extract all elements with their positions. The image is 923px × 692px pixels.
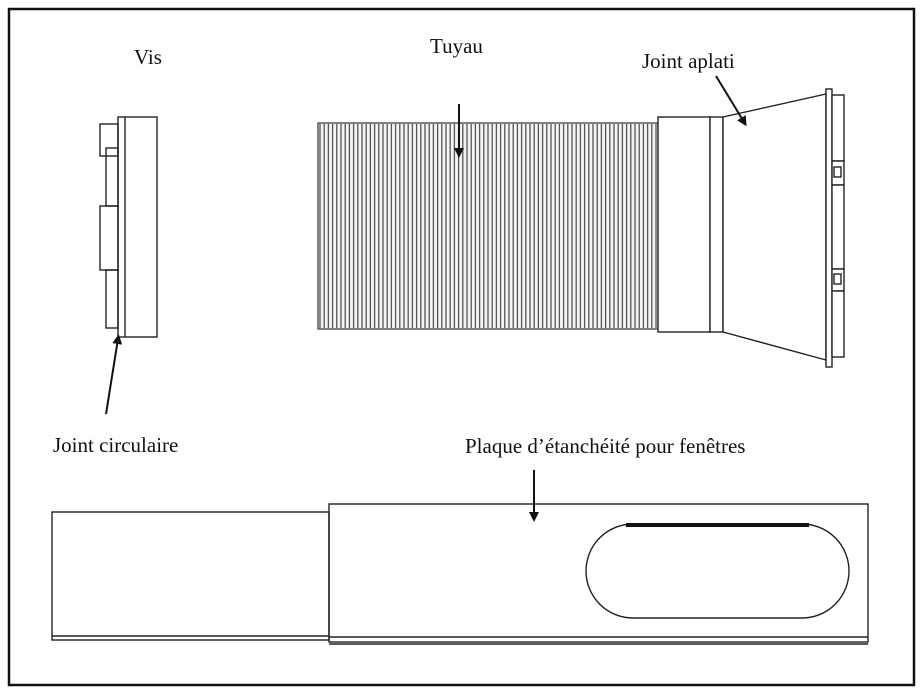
window-seal-plate-part — [51, 503, 869, 645]
window-plate-opening — [585, 523, 850, 619]
diagram-frame — [7, 7, 916, 687]
label-tuyau: Tuyau — [430, 34, 483, 58]
flat-joint-nozzle-part — [657, 88, 845, 368]
label-joint-aplati: Joint aplati — [642, 49, 735, 73]
joint-circulaire-arrow — [105, 334, 123, 415]
label-joint-circulaire: Joint circulaire — [53, 433, 178, 457]
label-plaque: Plaque d’étanchéité pour fenêtres — [465, 434, 745, 458]
screw-adapter-part — [99, 116, 158, 338]
hose-ribs — [319, 124, 657, 328]
hose-part — [317, 122, 659, 330]
label-vis: Vis — [134, 45, 162, 69]
joint-aplati-arrow — [715, 75, 747, 127]
